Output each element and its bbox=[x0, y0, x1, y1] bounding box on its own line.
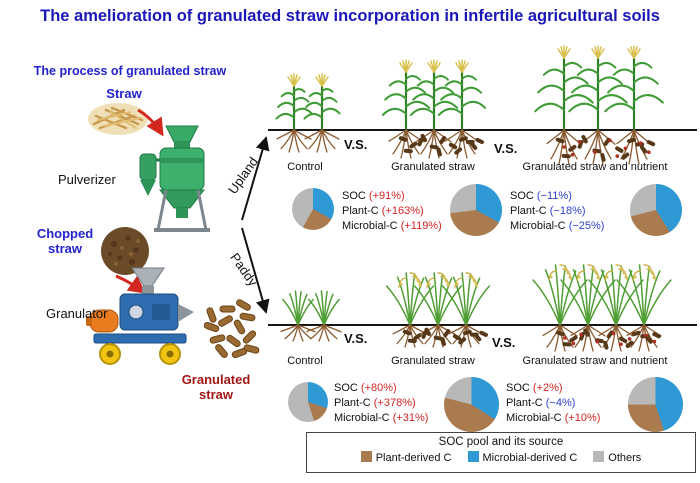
chopped-straw-image bbox=[101, 227, 149, 275]
condition-label-upland-granulated: Granulated straw bbox=[391, 161, 475, 173]
condition-label-upland-control: Control bbox=[287, 161, 323, 173]
soc-stat: SOC (+91%) bbox=[342, 190, 405, 202]
upland-soil-line bbox=[268, 129, 697, 131]
upland-granulated-straw-nutrient-plants bbox=[534, 42, 670, 169]
others-swatch bbox=[593, 451, 605, 462]
arrow-straw-to-pulverizer-icon bbox=[137, 108, 164, 137]
vs-label: V.S. bbox=[344, 137, 368, 152]
process-heading: The process of granulated straw bbox=[33, 64, 227, 78]
pie-upland-granulated bbox=[450, 184, 502, 236]
pie-upland-control bbox=[292, 188, 334, 230]
plant-c-stat: Plant-C (−18%) bbox=[510, 205, 586, 217]
paddy-comparison-1-stats: SOC (+80%) Plant-C (+378%) Microbial-C (… bbox=[334, 381, 428, 426]
microbial-c-stat: Microbial-C (−25%) bbox=[510, 220, 605, 232]
plant-c-stat: Plant-C (−4%) bbox=[506, 397, 576, 409]
granulator-image bbox=[86, 267, 194, 365]
condition-label-paddy-granulated-nutrient: Granulated straw and nutrient bbox=[522, 355, 668, 367]
condition-label-paddy-control: Control bbox=[287, 355, 323, 367]
paddy-comparison-2-stats: SOC (+2%) Plant-C (−4%) Microbial-C (+10… bbox=[506, 381, 600, 426]
pulverizer-image bbox=[139, 125, 210, 232]
soc-stat: SOC (−11%) bbox=[510, 190, 572, 202]
upland-comparison-1-stats: SOC (+91%) Plant-C (+163%) Microbial-C (… bbox=[342, 189, 442, 234]
paddy-soil-line bbox=[268, 324, 697, 326]
branch-arrows-icon bbox=[241, 136, 270, 314]
soc-stat: SOC (+2%) bbox=[506, 382, 563, 394]
pie-paddy-granulated bbox=[444, 377, 499, 432]
pie-upland-granulated-nutrient bbox=[630, 184, 682, 236]
condition-label-upland-granulated-nutrient: Granulated straw and nutrient bbox=[522, 161, 668, 173]
pie-paddy-granulated-nutrient bbox=[628, 377, 683, 432]
plant-c-stat: Plant-C (+163%) bbox=[342, 205, 424, 217]
legend-item-microbial-c: Microbial-derived C bbox=[467, 451, 577, 464]
microbial-c-stat: Microbial-C (+10%) bbox=[506, 412, 601, 424]
paddy-granulated-straw-plants bbox=[385, 265, 502, 352]
granulator-label: Granulator bbox=[46, 306, 108, 321]
microbial-c-swatch bbox=[467, 451, 479, 462]
upland-control-plants bbox=[275, 70, 360, 157]
plant-c-stat: Plant-C (+378%) bbox=[334, 397, 416, 409]
legend-items: Plant-derived C Microbial-derived C Othe… bbox=[307, 451, 695, 464]
legend: SOC pool and its source Plant-derived C … bbox=[306, 432, 696, 473]
upland-granulated-straw-plants bbox=[381, 56, 498, 163]
microbial-c-stat: Microbial-C (+31%) bbox=[334, 412, 429, 424]
straw-image bbox=[88, 103, 148, 135]
paddy-control-plants bbox=[280, 283, 360, 346]
pulverizer-label: Pulverizer bbox=[58, 172, 116, 187]
granulated-straw-label: Granulated straw bbox=[181, 372, 251, 402]
legend-title: SOC pool and its source bbox=[438, 436, 564, 448]
straw-label: Straw bbox=[106, 86, 142, 101]
vs-label: V.S. bbox=[344, 331, 368, 346]
upland-comparison-2-stats: SOC (−11%) Plant-C (−18%) Microbial-C (−… bbox=[510, 189, 604, 234]
granulated-pellets-image bbox=[203, 299, 260, 359]
soc-stat: SOC (+80%) bbox=[334, 382, 397, 394]
plant-c-swatch bbox=[360, 451, 372, 462]
microbial-c-stat: Microbial-C (+119%) bbox=[342, 220, 442, 232]
chopped-straw-label: Chopped straw bbox=[36, 226, 94, 256]
arrow-chopped-to-granulator-icon bbox=[115, 274, 147, 294]
vs-label: V.S. bbox=[492, 335, 516, 350]
pie-paddy-control bbox=[288, 382, 328, 422]
paddy-granulated-straw-nutrient-plants bbox=[532, 257, 676, 356]
legend-item-others: Others bbox=[593, 451, 641, 464]
vs-label: V.S. bbox=[494, 141, 518, 156]
legend-item-plant-c: Plant-derived C bbox=[360, 451, 452, 464]
figure-title: The amelioration of granulated straw inc… bbox=[40, 7, 660, 25]
condition-label-paddy-granulated: Granulated straw bbox=[391, 355, 475, 367]
